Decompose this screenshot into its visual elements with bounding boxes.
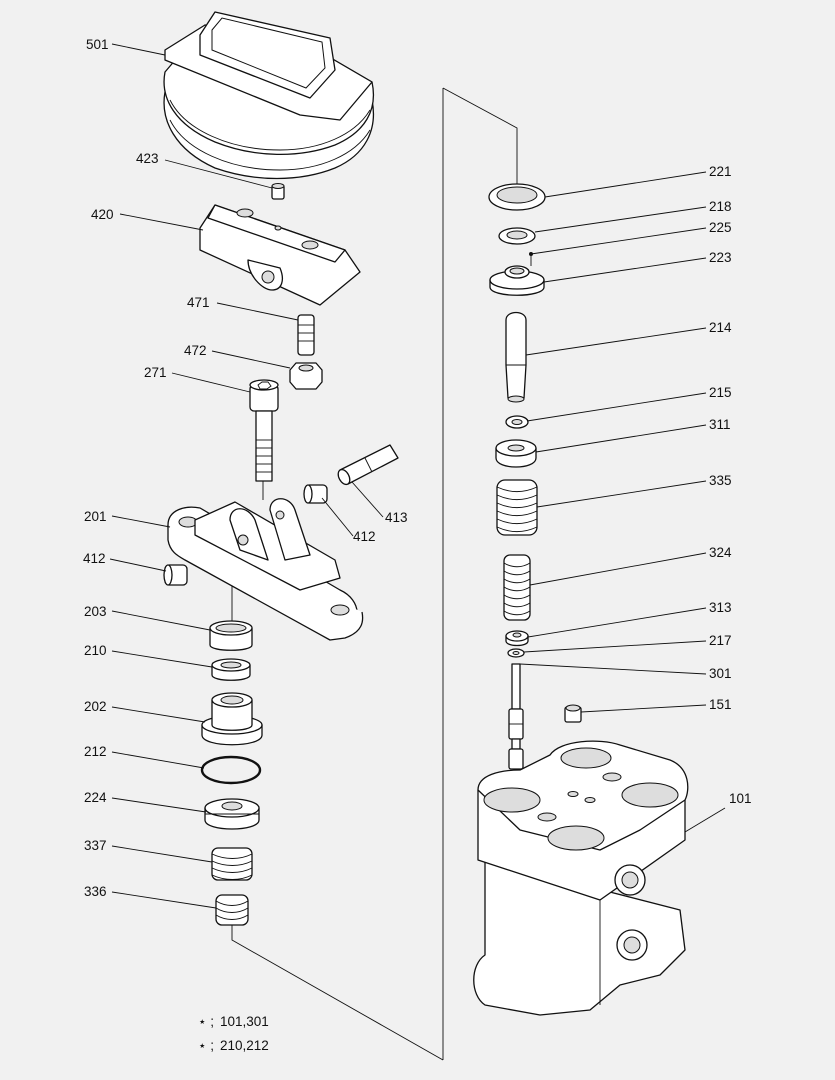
part-201-cam-plate — [167, 498, 364, 641]
part-423-set-screw — [271, 183, 285, 200]
label-501: 501 — [86, 37, 109, 52]
part-413-pin — [337, 444, 399, 486]
part-218-washer — [498, 227, 536, 245]
label-218: 218 — [709, 199, 732, 214]
part-335-spring — [496, 479, 538, 536]
part-214-push-rod — [505, 311, 527, 403]
label-221: 221 — [709, 164, 732, 179]
part-210-seal — [211, 658, 251, 681]
label-271: 271 — [144, 365, 167, 380]
part-224-washer — [204, 798, 260, 830]
label-472: 472 — [184, 343, 207, 358]
label-212: 212 — [84, 744, 107, 759]
label-324: 324 — [709, 545, 732, 560]
footnotes: ⋆ ; 101,301 ⋆ ; 210,212 — [198, 1014, 269, 1053]
label-202: 202 — [84, 699, 107, 714]
part-471-screw — [297, 314, 315, 356]
part-217-washer — [507, 648, 525, 658]
assembly-guide-lines — [231, 87, 518, 1061]
label-201: 201 — [84, 509, 107, 524]
note-1-parts: 101,301 — [220, 1014, 269, 1029]
label-423: 423 — [136, 151, 159, 166]
part-271-bolt — [249, 379, 279, 482]
label-337: 337 — [84, 838, 107, 853]
label-413: 413 — [385, 510, 408, 525]
part-313-seat — [505, 630, 529, 647]
part-215-circlip — [505, 415, 529, 429]
part-221-ring — [488, 183, 546, 211]
part-412-bushing-left — [163, 564, 188, 586]
part-311-spring-seat — [495, 439, 537, 468]
label-217: 217 — [709, 633, 732, 648]
part-501-boot — [163, 11, 374, 180]
label-311: 311 — [709, 417, 731, 432]
label-412-right: 412 — [353, 529, 376, 544]
label-335: 335 — [709, 473, 732, 488]
part-labels: 501 423 420 471 472 271 201 412 413 412 … — [83, 37, 752, 899]
label-420: 420 — [91, 207, 114, 222]
label-151: 151 — [709, 697, 732, 712]
label-210: 210 — [84, 643, 107, 658]
note-2-marker: ⋆ ; — [198, 1038, 214, 1053]
label-215: 215 — [709, 385, 732, 400]
label-101: 101 — [729, 791, 752, 806]
part-472-nut — [289, 362, 323, 390]
label-203: 203 — [84, 604, 107, 619]
note-2-parts: 210,212 — [220, 1038, 269, 1053]
label-412-left: 412 — [83, 551, 106, 566]
label-225: 225 — [709, 220, 732, 235]
part-212-o-ring — [200, 755, 262, 785]
part-324-spring — [503, 554, 531, 621]
label-301: 301 — [709, 666, 732, 681]
part-203-ring — [209, 620, 253, 651]
part-225-223-seal-holder — [489, 252, 545, 296]
part-151-plug — [564, 704, 582, 723]
part-202-plug — [201, 692, 263, 746]
part-336-spring — [215, 894, 249, 926]
label-336: 336 — [84, 884, 107, 899]
leader-lines — [109, 43, 726, 909]
part-337-spring — [211, 847, 253, 881]
part-101-casing — [473, 740, 689, 1016]
note-1-marker: ⋆ ; — [198, 1014, 214, 1029]
part-301-spool — [508, 663, 524, 770]
label-313: 313 — [709, 600, 732, 615]
part-412-bushing-right — [303, 484, 328, 504]
label-224: 224 — [84, 790, 107, 805]
label-471: 471 — [187, 295, 210, 310]
part-420-plate — [199, 204, 361, 306]
label-223: 223 — [709, 250, 732, 265]
label-214: 214 — [709, 320, 732, 335]
